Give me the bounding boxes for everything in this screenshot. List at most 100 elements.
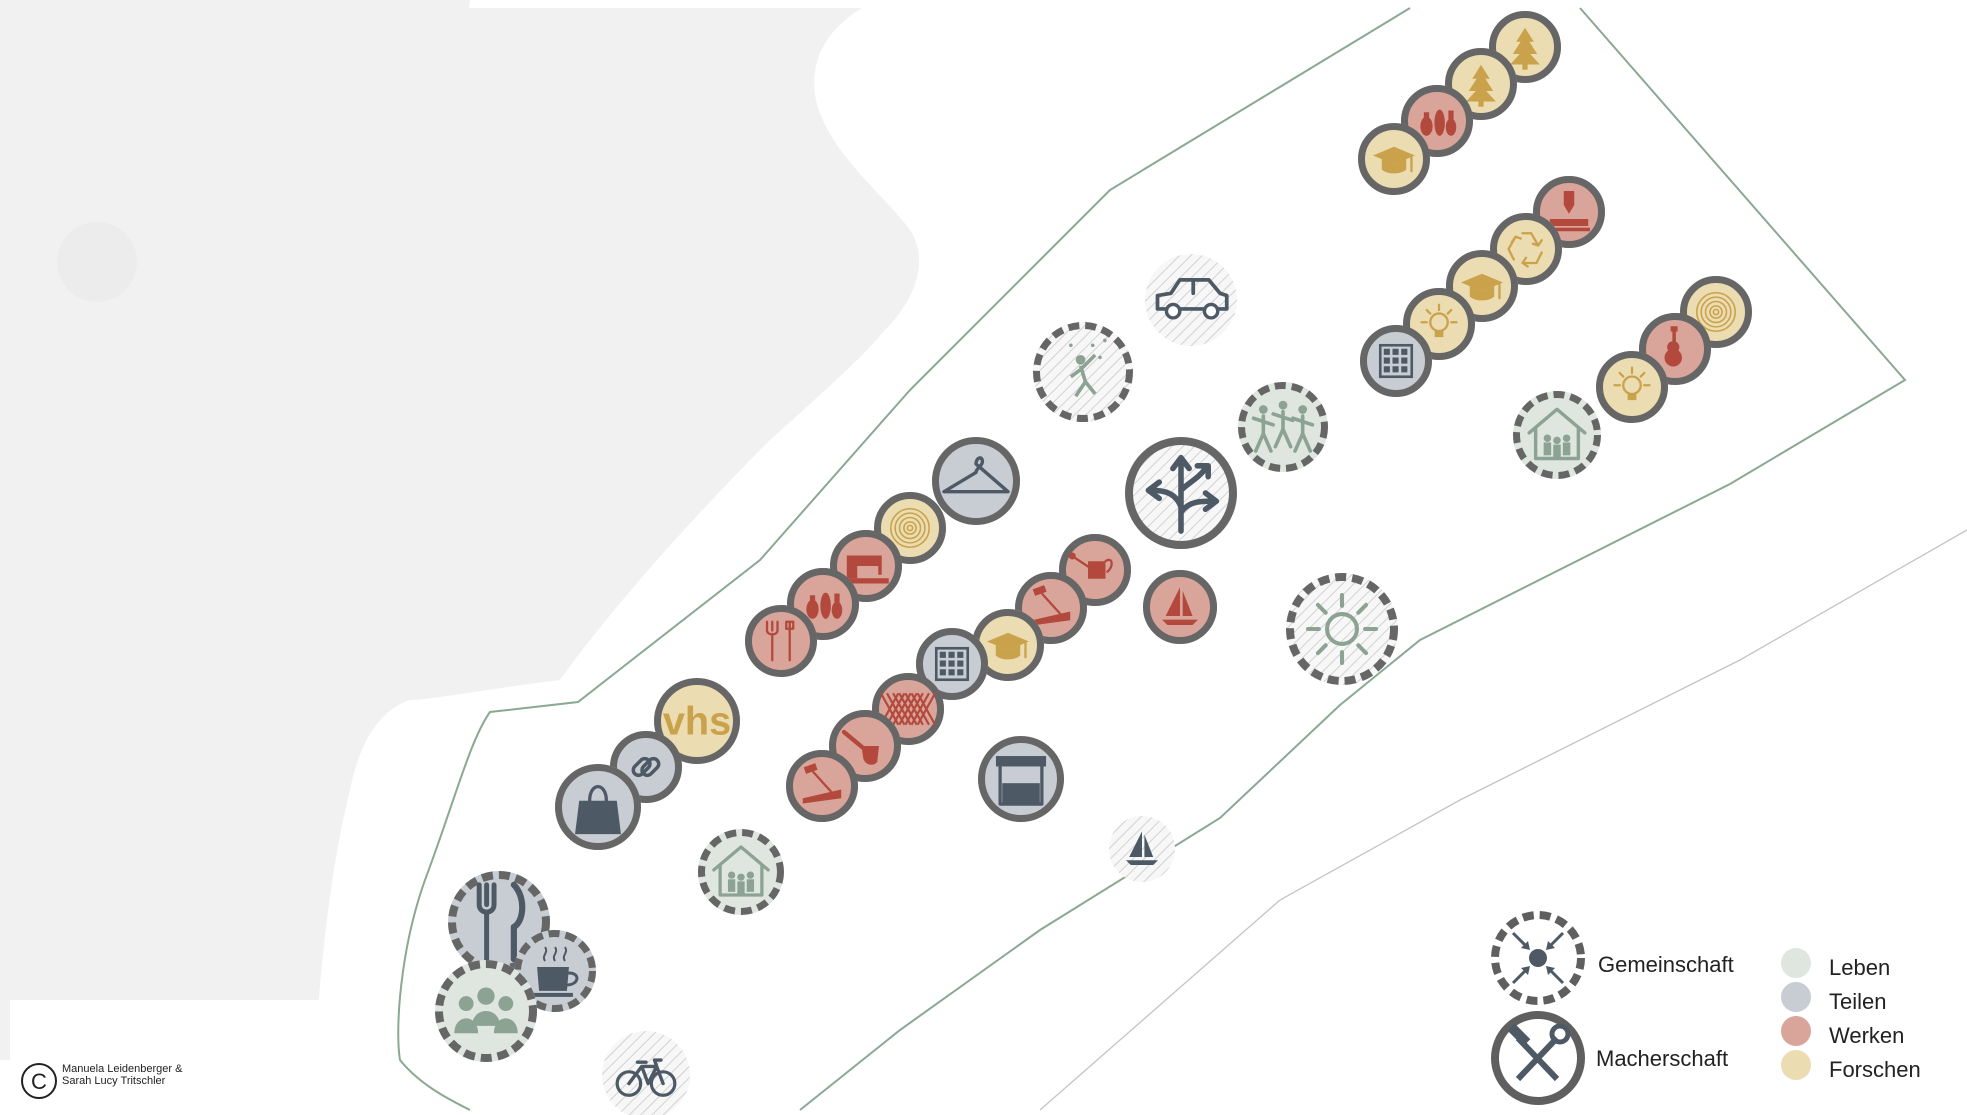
graduation-cap-marker-1[interactable] [1358, 123, 1430, 195]
coffee-cup-icon [533, 946, 579, 997]
crossroads-marker-ring [1125, 437, 1237, 549]
watering-can-marker-ring [1059, 534, 1131, 606]
group-people-marker-background [435, 960, 537, 1062]
sun-marker[interactable] [1286, 573, 1398, 685]
hanger-icon [942, 456, 1010, 494]
woodwork-marker-1-ring [1015, 572, 1087, 644]
tools-marker-background [745, 605, 817, 677]
crossroads-marker[interactable] [1125, 437, 1237, 549]
wood-rings-marker-1-ring [1680, 276, 1752, 348]
sun-marker-ring [1286, 573, 1398, 685]
sailboat-marker-2[interactable] [1109, 816, 1175, 882]
sewing-machine-icon [843, 555, 889, 584]
shelf-marker-2-ring [916, 628, 988, 700]
legend-swatch-leben [1781, 948, 1811, 978]
shopping-bag-marker-ring [555, 764, 641, 850]
hanger-marker[interactable] [932, 437, 1020, 525]
vases-icon [806, 592, 843, 619]
market-stall-icon [995, 756, 1047, 806]
hanger-marker-background [932, 437, 1020, 525]
credit-white-block-2 [10, 1035, 230, 1115]
lightbulb-marker-1-ring [1403, 288, 1475, 360]
shopping-bag-icon [575, 785, 621, 835]
legend-gemeinschaft: Gemeinschaft [1491, 911, 1734, 1005]
road-line [1039, 529, 1967, 1111]
vases-marker-1-ring [1401, 85, 1473, 157]
cutlery-icon [476, 881, 526, 963]
pipe-marker-ring [829, 710, 901, 782]
climber-marker[interactable] [1033, 322, 1133, 422]
copyright-symbol: C [31, 1069, 47, 1094]
graduation-cap-marker-2-ring [1446, 250, 1518, 322]
coffee-cup-marker-ring [514, 930, 596, 1012]
legend-label-werken: Werken [1829, 1023, 1904, 1048]
tools-marker[interactable] [745, 605, 817, 677]
car-icon [1155, 278, 1229, 320]
graduation-cap-marker-1-ring [1358, 123, 1430, 195]
tree-icon [1510, 27, 1540, 70]
hanger-marker-ring [932, 437, 1020, 525]
car-marker[interactable] [1145, 254, 1237, 346]
vhs-marker-ring [654, 678, 740, 764]
family-house-marker-2[interactable] [698, 829, 784, 915]
lightbulb-marker-2-background [1596, 351, 1668, 423]
copyright-icon [21, 1063, 57, 1099]
copyright-credit: C Manuela Leidenberger & Sarah Lucy Trit… [21, 1063, 183, 1099]
credit-line-1: Manuela Leidenberger & [62, 1063, 183, 1075]
legend-swatch-werken [1781, 1016, 1811, 1046]
market-stall-marker[interactable] [978, 736, 1064, 822]
vhs-marker-background [654, 678, 740, 764]
legend-gemeinschaft-label: Gemeinschaft [1598, 952, 1734, 977]
sailboat-marker-1-ring [1143, 570, 1217, 644]
dancers-icon [1251, 400, 1315, 453]
woodwork-icon [802, 763, 842, 804]
shelf-marker-2[interactable] [916, 628, 988, 700]
market-stall-marker-ring [978, 736, 1064, 822]
climber-marker-ring [1033, 322, 1133, 422]
legend-macherschaft-label: Macherschaft [1596, 1046, 1728, 1071]
legend-label-teilen: Teilen [1829, 989, 1886, 1014]
wood-rings-marker-2-ring [874, 492, 946, 564]
dancers-marker-ring [1238, 382, 1328, 472]
vases-marker-2-ring [787, 568, 859, 640]
bicycle-icon [615, 1058, 677, 1097]
family-house-icon [712, 845, 770, 897]
bicycle-marker[interactable] [602, 1031, 690, 1115]
sailboat-marker-1[interactable] [1143, 570, 1217, 644]
shopping-bag-marker[interactable] [555, 764, 641, 850]
dancers-marker[interactable] [1238, 382, 1328, 472]
group-people-marker[interactable] [435, 960, 537, 1062]
tools-icon [765, 620, 795, 662]
legend-swatch-teilen [1781, 982, 1811, 1012]
lightbulb-marker-2[interactable] [1596, 351, 1668, 423]
guitar-marker-ring [1639, 313, 1711, 385]
shelf-marker-1-ring [1360, 325, 1432, 397]
sewing-machine-marker-ring [830, 530, 902, 602]
weaving-icon [879, 692, 937, 726]
coffee-cup-marker[interactable] [514, 930, 596, 1012]
credit-line-2: Sarah Lucy Tritschler [62, 1075, 166, 1087]
vhs-marker[interactable]: vhs [654, 678, 740, 764]
legend-label-leben: Leben [1829, 955, 1890, 980]
markers-layer: vhs [435, 11, 1752, 1115]
weaving-marker-ring [872, 673, 944, 745]
car-marker-background [1145, 254, 1237, 346]
lightbulb-marker-2-ring [1596, 351, 1668, 423]
map-shape-wedge [0, 8, 920, 1060]
family-house-icon [1527, 407, 1587, 461]
family-house-marker-2-ring [698, 829, 784, 915]
legend-macherschaft: Macherschaft [1491, 1011, 1728, 1105]
family-house-marker-1[interactable] [1513, 391, 1601, 479]
tree-marker-1-ring [1489, 11, 1561, 83]
chain-link-icon [631, 756, 661, 778]
shelf-marker-1[interactable] [1360, 325, 1432, 397]
woodwork-marker-2[interactable] [786, 750, 858, 822]
pipe-icon [841, 729, 879, 765]
vases-icon [1420, 109, 1457, 136]
legend-label-forschen: Forschen [1829, 1057, 1921, 1082]
map-shape-west [0, 0, 470, 715]
watering-can-icon [1068, 552, 1113, 579]
tree-marker-2-ring [1445, 48, 1517, 120]
